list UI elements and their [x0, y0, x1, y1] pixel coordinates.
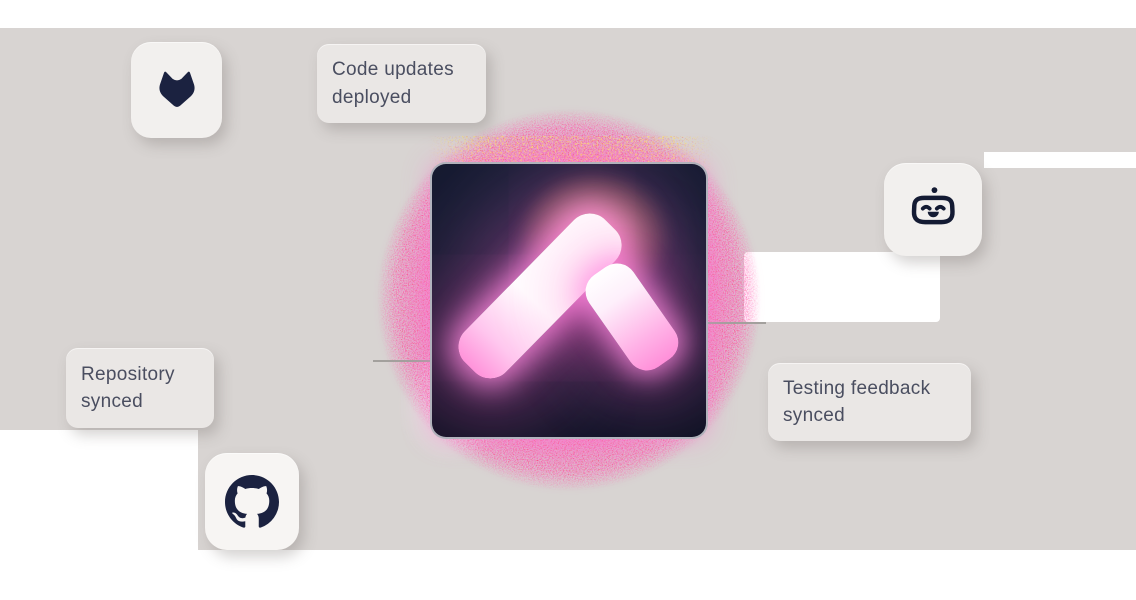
testing-feedback-card: Testing feedback synced	[768, 363, 971, 441]
github-card	[205, 453, 299, 550]
connector-line-left	[373, 360, 432, 362]
github-icon	[225, 474, 279, 529]
connector-line-right	[706, 322, 766, 324]
code-updates-card: Code updates deployed	[317, 44, 486, 123]
bot-icon	[902, 179, 964, 241]
repository-synced-label: Repository synced	[81, 363, 175, 413]
center-logo-tile	[430, 162, 708, 439]
gitlab-icon	[152, 66, 202, 114]
testing-feedback-label: Testing feedback synced	[783, 377, 931, 427]
backdrop-gap-bottom-left	[0, 430, 198, 600]
bot-card	[884, 163, 982, 256]
backdrop-gap-band	[984, 152, 1136, 168]
gitlab-card	[131, 42, 222, 138]
code-updates-label: Code updates deployed	[332, 59, 454, 108]
repository-synced-card: Repository synced	[66, 348, 214, 428]
